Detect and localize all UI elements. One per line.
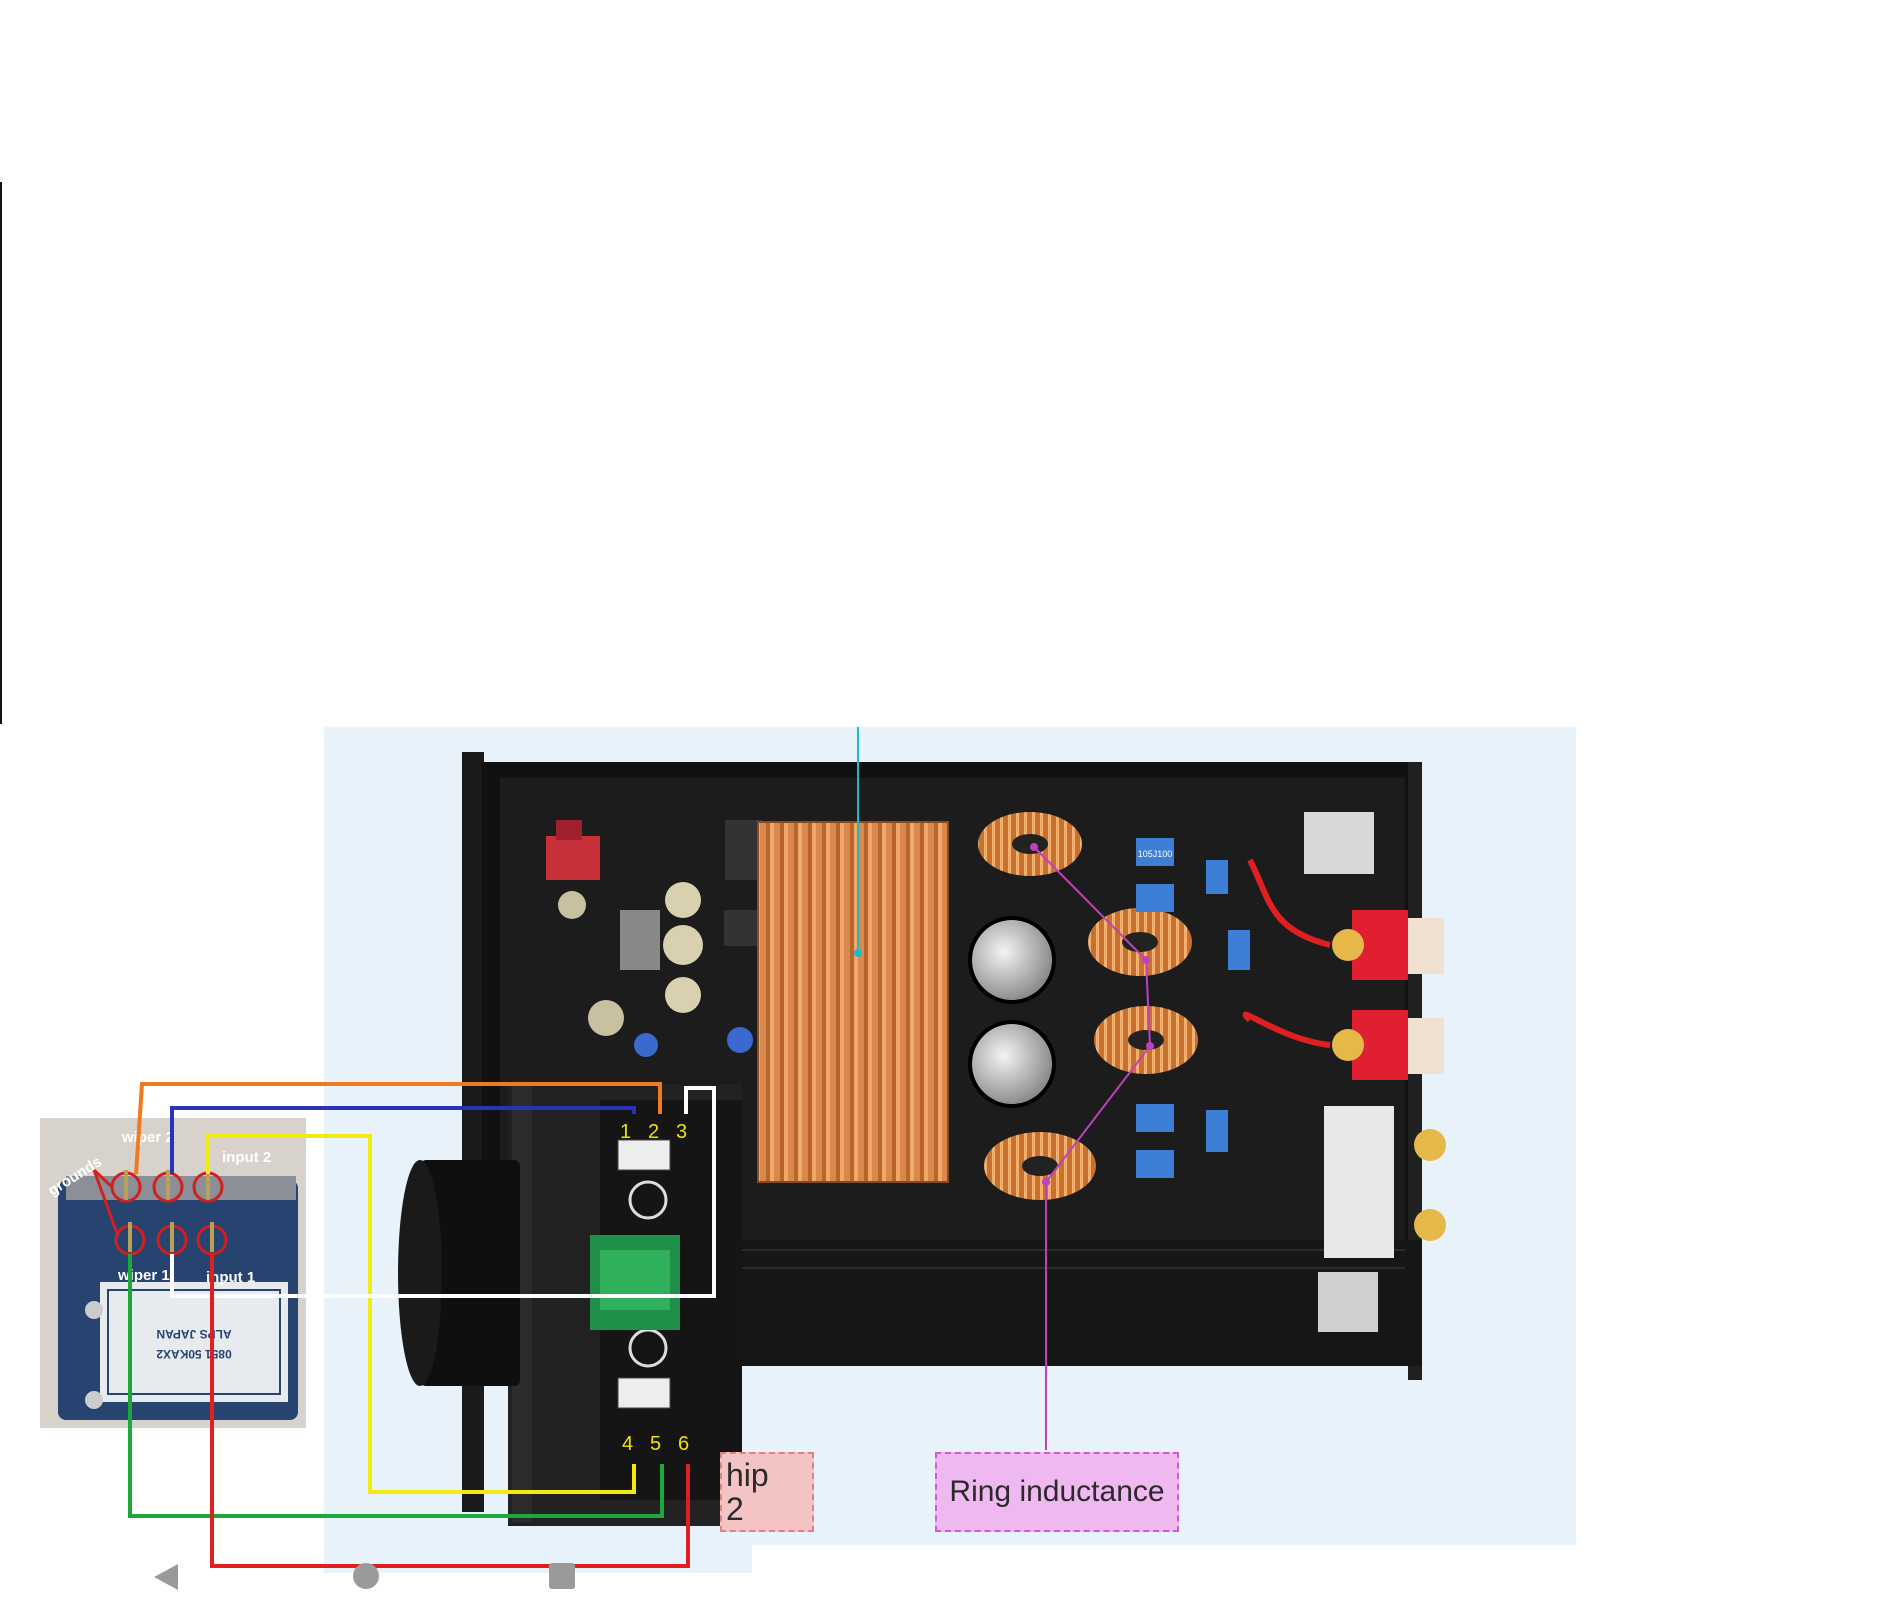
pin-4-label: 4 <box>622 1433 633 1455</box>
output-terminals <box>1242 812 1446 1332</box>
pin-3-label: 3 <box>676 1121 687 1143</box>
wire-blue <box>170 1106 636 1174</box>
ring-inductance-text: Ring inductance <box>949 1475 1165 1508</box>
heat-sink <box>757 821 949 1183</box>
ring-inductance-callout: Ring inductance <box>935 1452 1179 1532</box>
left-edge-rule <box>0 182 2 724</box>
callout-leader-lines <box>854 727 1154 1450</box>
panel-lower-strip <box>324 1545 752 1573</box>
home-icon[interactable] <box>352 1562 380 1590</box>
wire-orange <box>134 1082 662 1175</box>
wire-white <box>170 1086 716 1298</box>
nav-bar <box>140 1562 600 1602</box>
wire-red <box>210 1254 690 1568</box>
capacitor-marking: 105J100 <box>1138 849 1173 859</box>
wire-green <box>128 1254 664 1518</box>
pot-sticker-line-1: ALPS JAPAN <box>156 1327 231 1341</box>
pot-sticker-line-2: 0851 50KAX2 <box>156 1347 232 1361</box>
filter-capacitors <box>968 916 1056 1108</box>
label-input-2: input 2 <box>222 1149 271 1166</box>
label-wiper-2: wiper 2 <box>121 1129 174 1146</box>
label-wiper-1: wiper 1 <box>117 1267 170 1284</box>
chip-callout: hip 2 <box>720 1452 814 1532</box>
pin-1-label: 1 <box>620 1121 631 1143</box>
film-capacitors: 105J100 <box>1136 838 1250 1178</box>
chip-callout-text: hip 2 <box>726 1457 769 1527</box>
wire-yellow <box>206 1134 636 1494</box>
pin-6-label: 6 <box>678 1433 689 1455</box>
amplifier-chassis <box>398 752 1422 1526</box>
pin-2-label: 2 <box>648 1121 659 1143</box>
pin-number-labels: 1 2 3 4 5 6 <box>620 1121 689 1455</box>
wiring <box>128 1082 716 1568</box>
label-input-1: input 1 <box>206 1269 255 1286</box>
pin-5-label: 5 <box>650 1433 661 1455</box>
back-icon[interactable] <box>152 1562 180 1592</box>
recent-apps-icon[interactable] <box>548 1562 576 1590</box>
ring-inductors <box>978 812 1198 1200</box>
